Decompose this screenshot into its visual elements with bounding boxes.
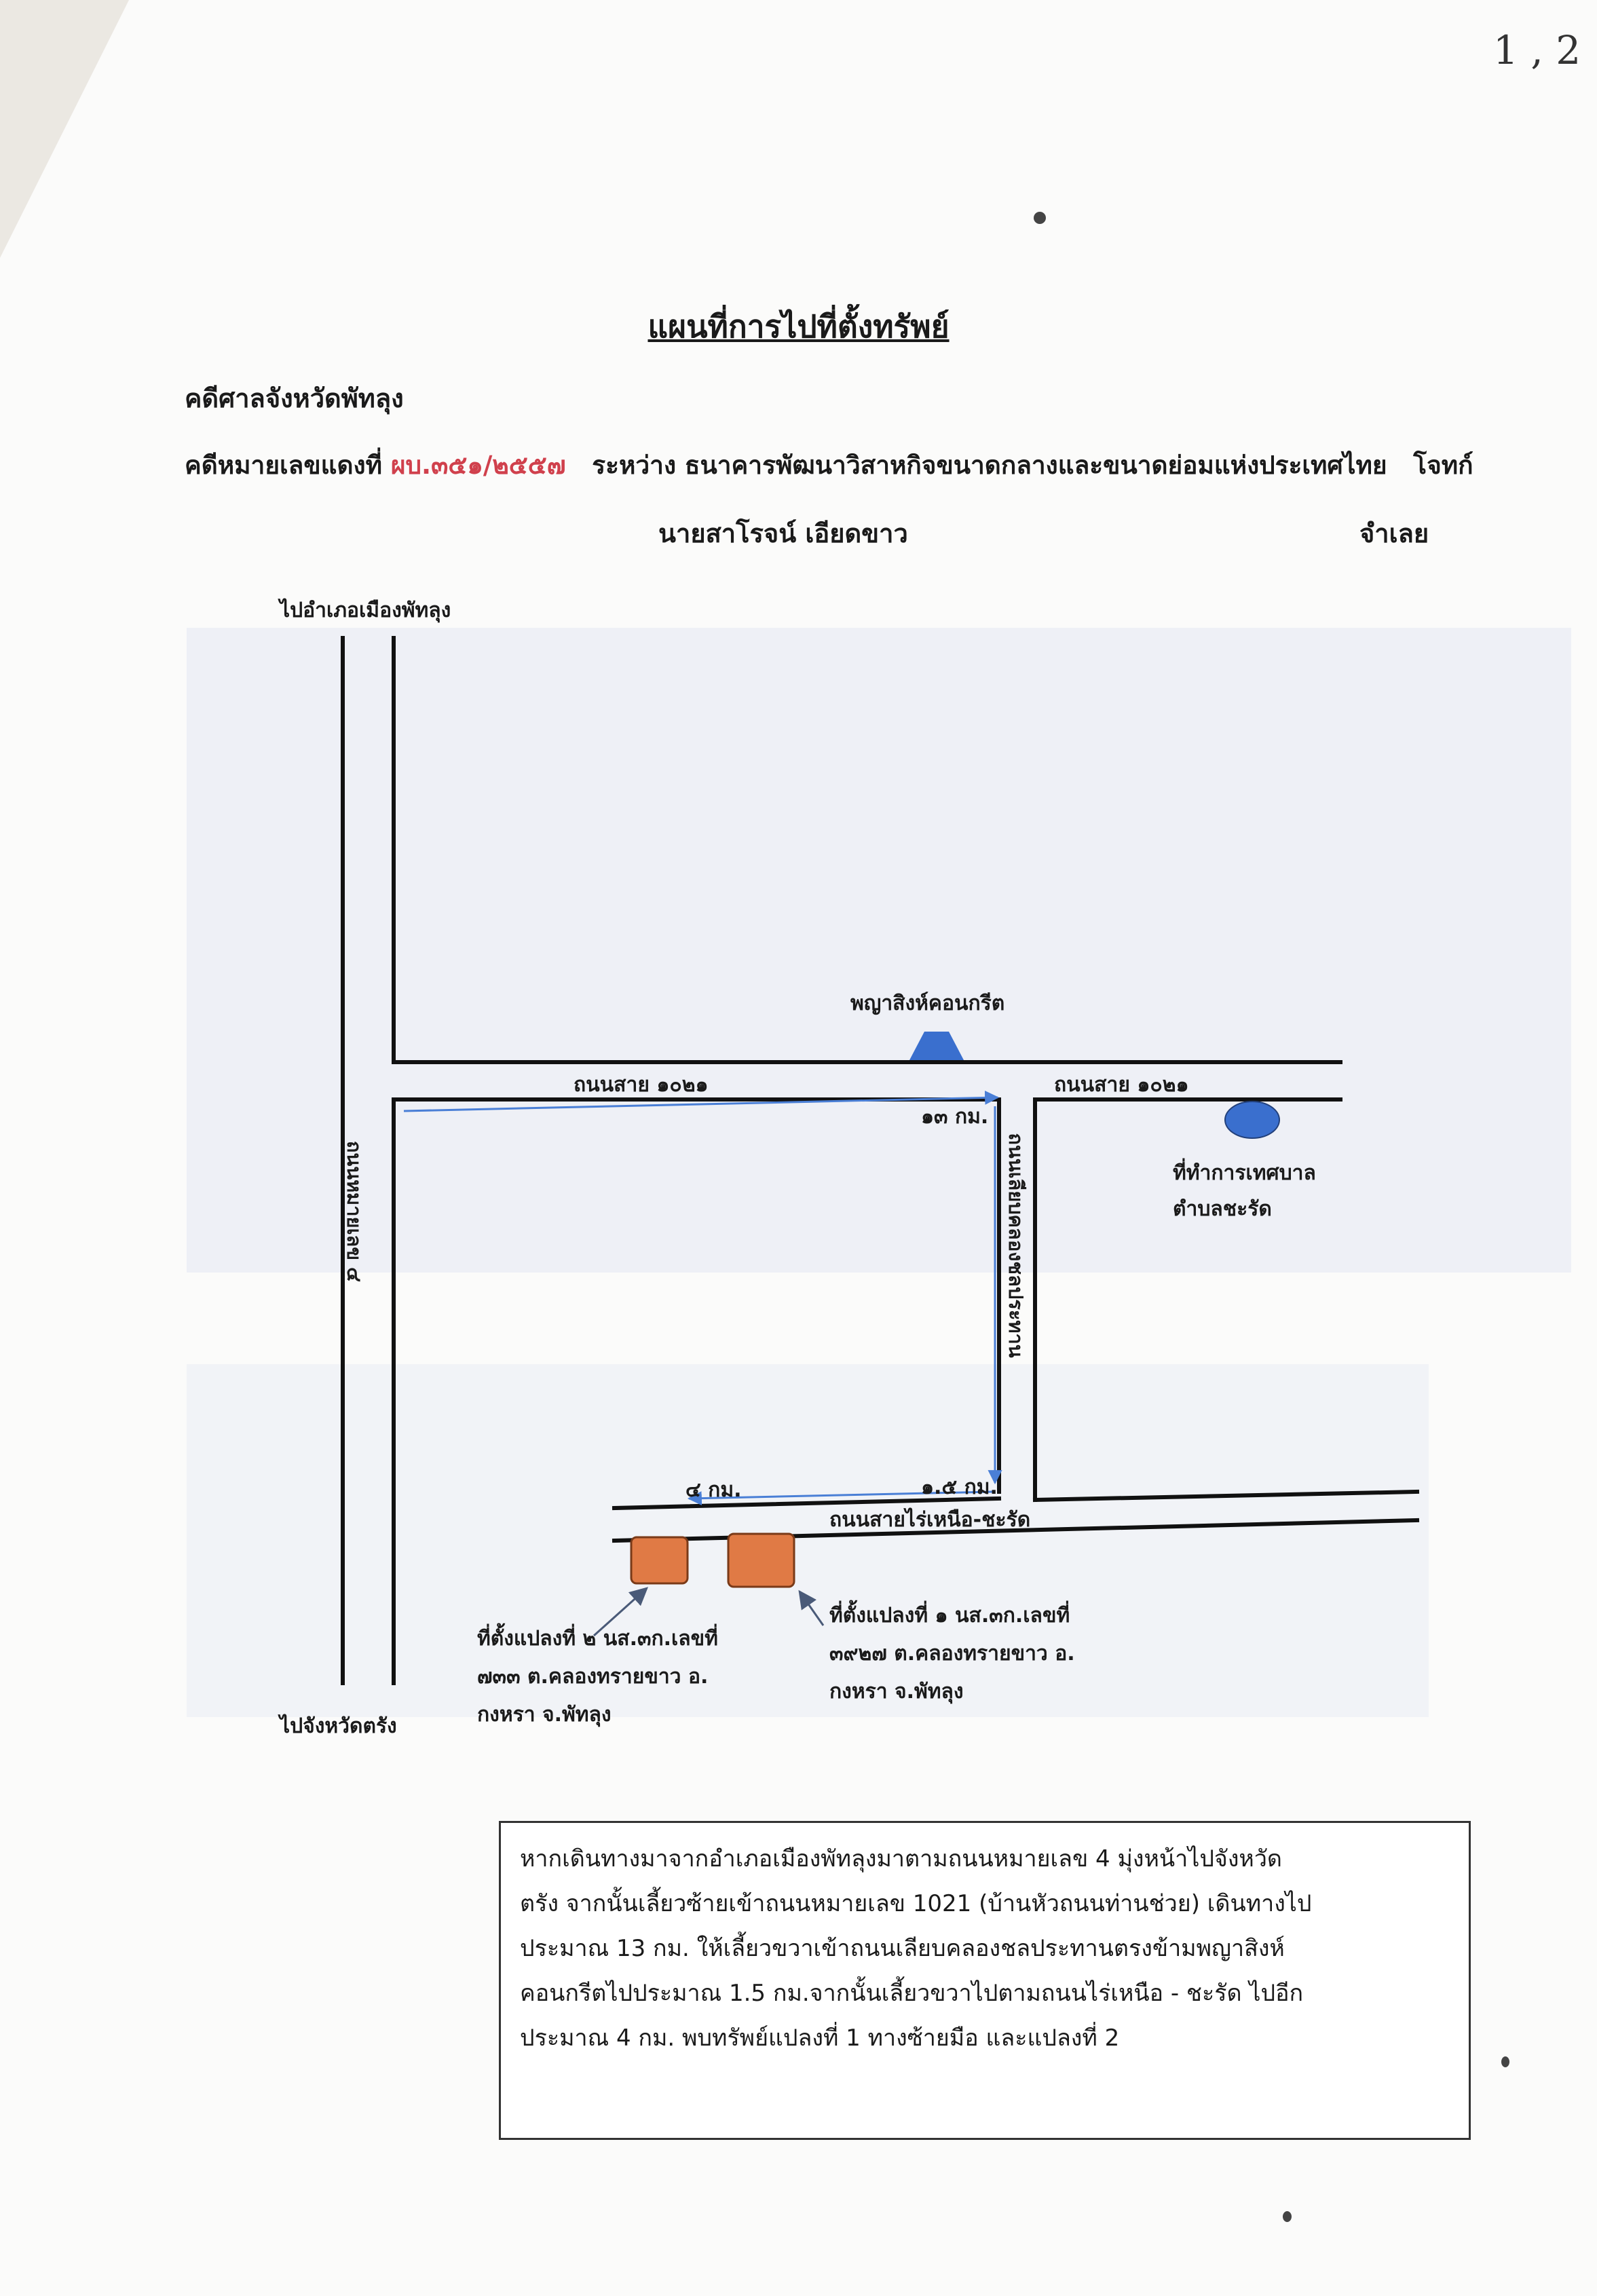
page-reference: 1 , 2 xyxy=(1493,27,1581,73)
scan-speck xyxy=(1283,2211,1292,2222)
plot-1-pointer xyxy=(798,1589,825,1626)
plot-1-caption-line: ๓๙๒๗ ต.คลองทรายขาว อ. xyxy=(829,1642,1075,1665)
plot-1-caption-line: กงหรา จ.พัทลุง xyxy=(829,1680,964,1704)
route-segment-south xyxy=(687,1490,993,1506)
label-distance-1-5km: ๑.๕ กม. xyxy=(921,1475,998,1499)
defendant-role: จำเลย xyxy=(1359,519,1429,548)
label-distance-4km: ๔ กม. xyxy=(685,1478,742,1502)
label-to-trang: ไปจังหวัดตรัง xyxy=(280,1714,397,1738)
directions-line: ตรัง จากนั้นเลี้ยวซ้ายเข้าถนนหมายเลข 102… xyxy=(520,1890,1312,1917)
plot-2-caption-line: ๗๓๓ ต.คลองทรายขาว อ. xyxy=(477,1665,709,1689)
bleed-through-area xyxy=(187,628,1571,1273)
plot-1-marker xyxy=(727,1532,795,1588)
label-to-phatthalung: ไปอำเภอเมืองพัทลุง xyxy=(280,599,451,622)
plot-2-caption: ที่ตั้งแปลงที่ ๒ นส.๓ก.เลขที่ ๗๓๓ ต.คลอง… xyxy=(477,1620,718,1734)
case-line: คดีหมายเลขแดงที่ ผบ.๓๕๑/๒๕๕๗ ระหว่าง ธนา… xyxy=(185,445,1473,485)
scan-corner-shadow xyxy=(0,0,129,258)
label-road-1021-west: ถนนสาย ๑๐๒๑ xyxy=(574,1073,709,1097)
plot-1-caption-line: ที่ตั้งแปลงที่ ๑ นส.๓ก.เลขที่ xyxy=(829,1604,1070,1627)
label-concrete-landmark: พญาสิงห์คอนกรีต xyxy=(850,992,1005,1015)
label-office-line-2: ตำบลชะรัด xyxy=(1173,1197,1272,1221)
defendant-name: นายสาโรจน์ เอียดขาว xyxy=(658,519,908,548)
directions-line: หากเดินทางมาจากอำเภอเมืองพัทลุงมาตามถนนห… xyxy=(520,1845,1283,1872)
scan-speck xyxy=(1034,212,1046,224)
label-office-line-1: ที่ทำการเทศบาล xyxy=(1173,1161,1316,1185)
case-between: ระหว่าง ธนาคารพัฒนาวิสาหกิจขนาดกลางและขน… xyxy=(592,451,1387,480)
rai-nuea-road-north-edge-east xyxy=(1032,1489,1420,1503)
directions-line: ประมาณ 4 กม. พบทรัพย์แปลงที่ 1 ทางซ้ายมื… xyxy=(520,2025,1120,2052)
case-number: ผบ.๓๕๑/๒๕๕๗ xyxy=(390,451,566,480)
court-name: คดีศาลจังหวัดพัทลุง xyxy=(185,383,404,413)
landmark-office-marker xyxy=(1224,1101,1280,1139)
route-segment-1021 xyxy=(403,1090,1000,1112)
label-rai-nuea-road: ถนนสายไร่เหนือ-ชะรัด xyxy=(829,1508,1031,1532)
rai-nuea-road-north-edge-west xyxy=(612,1496,1002,1511)
label-highway-4: ถนนหมายเลข ๔ xyxy=(343,1140,366,1283)
label-distance-13km: ๑๓ กม. xyxy=(921,1105,989,1129)
scan-speck xyxy=(1501,2056,1509,2067)
case-prefix: คดีหมายเลขแดงที่ xyxy=(185,451,382,480)
plot-2-marker xyxy=(630,1536,689,1585)
directions-line: คอนกรีตไปประมาณ 1.5 กม.จากนั้นเลี้ยวขวาไ… xyxy=(520,1980,1304,2007)
plot-2-caption-line: ที่ตั้งแปลงที่ ๒ นส.๓ก.เลขที่ xyxy=(477,1627,718,1651)
directions-line: ประมาณ 13 กม. ให้เลี้ยวขวาเข้าถนนเลียบคล… xyxy=(520,1935,1285,1962)
page-title: แผนที่การไปที่ตั้งทรัพย์ xyxy=(647,308,950,345)
landmark-concrete-marker xyxy=(909,1032,964,1060)
label-road-1021-east: ถนนสาย ๑๐๒๑ xyxy=(1054,1073,1189,1097)
plot-1-caption: ที่ตั้งแปลงที่ ๑ นส.๓ก.เลขที่ ๓๙๒๗ ต.คลอ… xyxy=(829,1597,1075,1711)
label-canal-road: ถนนเลียบคลองชลประทาน xyxy=(1004,1133,1028,1358)
plot-2-caption-line: กงหรา จ.พัทลุง xyxy=(477,1703,612,1727)
plot-2-pointer xyxy=(593,1587,649,1637)
plaintiff-role: โจทก์ xyxy=(1413,451,1473,480)
directions-box: หากเดินทางมาจากอำเภอเมืองพัทลุงมาตามถนนห… xyxy=(499,1821,1471,2140)
